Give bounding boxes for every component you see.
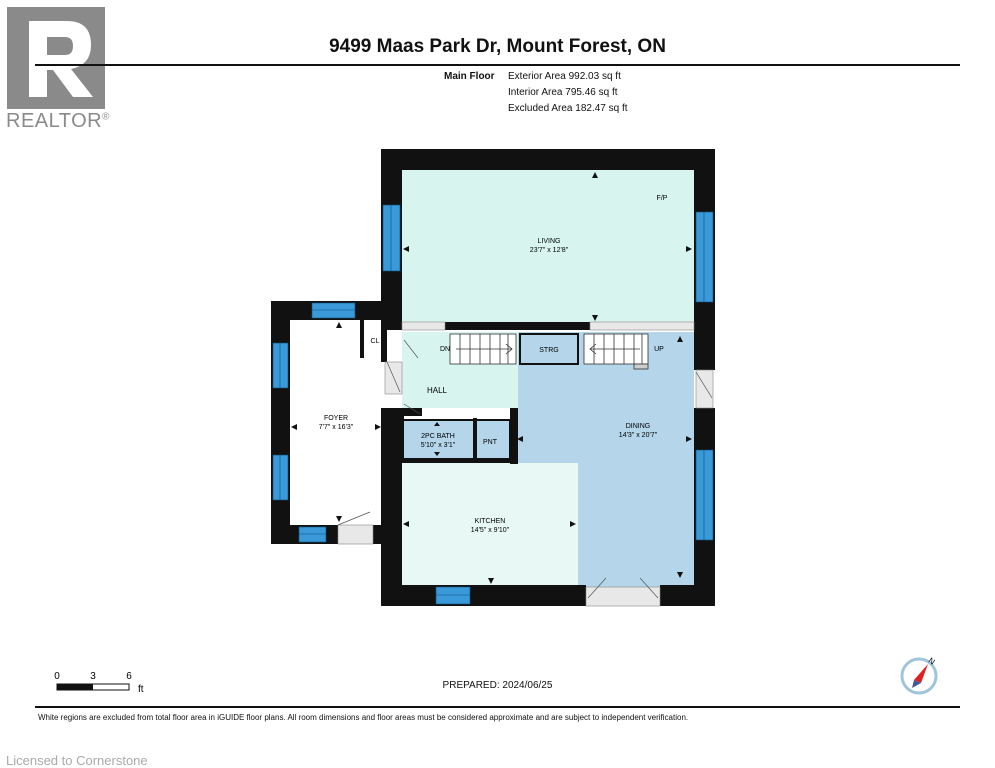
realtor-wordmark: REALTOR® [6,110,110,133]
foyer-area [290,320,382,525]
dimension-arrows [291,172,692,584]
realtor-logo [7,7,105,109]
fireplace-label: F/P [657,195,668,202]
stairs-up [583,333,649,370]
storage-area [519,333,579,365]
foyer-dims: 7'7" x 16'3" [319,424,354,431]
bath-dims: 5'10" x 3'1" [421,442,456,449]
kitchen-label: KITCHEN [475,518,506,525]
dining-label: DINING [626,423,651,430]
disclaimer-note: White regions are excluded from total fl… [38,713,689,722]
compass-icon: N [900,656,938,695]
hall-label: HALL [427,386,448,395]
kitchen-area [402,463,578,585]
kitchen-dims: 14'5" x 9'10" [471,527,510,534]
scale-tick-3: 3 [90,671,96,682]
foyer-label: FOYER [324,415,348,422]
realtor-name: REALTOR [6,110,103,132]
compass-north-label: N [927,656,937,667]
stairs-up-label: UP [654,346,664,353]
registered-mark: ® [102,111,110,123]
door-swings [337,339,713,599]
excluded-area: Excluded Area 182.47 sq ft [508,103,628,114]
interior-walls [400,322,590,464]
scale-unit: ft [138,684,144,695]
living-dims: 23'7" x 12'8" [530,247,569,254]
closet-label: CL [371,338,380,345]
dining-dims: 14'3" x 20'7" [619,432,658,439]
floor-name: Main Floor [444,71,495,82]
scale-bar: 0 3 6 ft [54,671,144,695]
header-divider [35,64,960,66]
license-watermark: Licensed to Cornerstone [6,753,148,768]
dining-room-area [513,332,694,590]
windows [272,204,714,605]
living-label: LIVING [538,238,561,245]
living-room-area [402,170,694,323]
scale-tick-6: 6 [126,671,132,682]
realtor-r-icon [29,21,93,97]
prepared-date: PREPARED: 2024/06/25 [442,680,553,691]
bath-label: 2PC BATH [421,433,455,440]
storage-label: STRG [539,347,558,354]
pantry-label: PNT [483,439,498,446]
interior-area: Interior Area 795.46 sq ft [508,87,618,98]
stairs-down [449,333,517,365]
page-title: 9499 Maas Park Dr, Mount Forest, ON [329,36,666,57]
window-mullions [279,205,705,596]
scale-tick-0: 0 [54,671,60,682]
exterior-area: Exterior Area 992.03 sq ft [508,71,621,82]
footer-divider [35,706,960,708]
stairs-down-label: DN [440,346,450,353]
